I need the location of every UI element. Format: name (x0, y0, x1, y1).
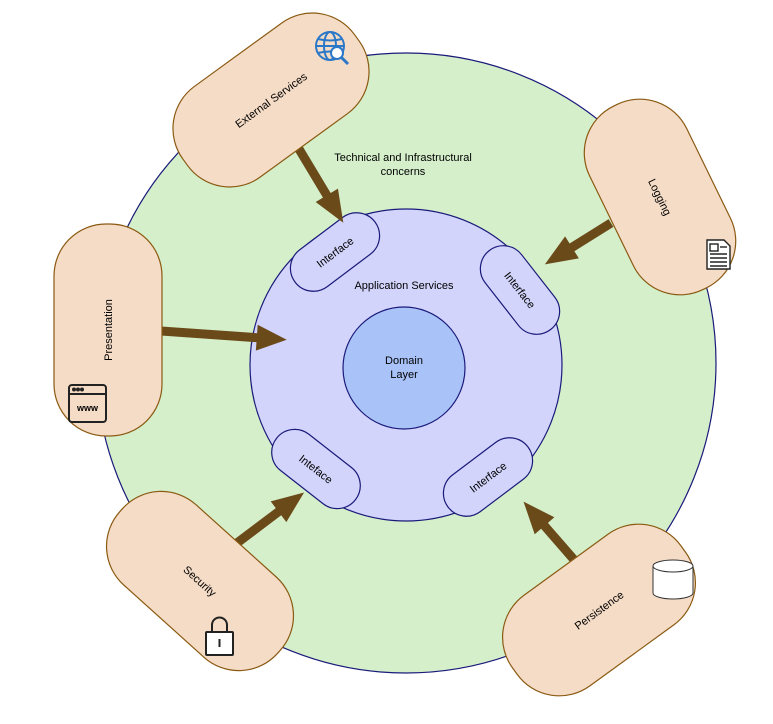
arrow-presentation (160, 324, 287, 351)
arrows (160, 146, 614, 565)
box-shape (53, 223, 163, 437)
arrow-security (234, 492, 305, 547)
globe-search-icon (315, 31, 350, 66)
arrow-persistence (523, 501, 580, 565)
interface-top-right: Interface (479, 245, 561, 335)
www-text-glyph: www (76, 403, 99, 413)
box-persistence: Persistence (501, 523, 697, 697)
domain-layer-circle (342, 306, 466, 430)
padlock-icon (205, 616, 234, 656)
box-presentation: Presentation (53, 223, 163, 437)
box-shape (583, 98, 737, 296)
interface-pill (289, 212, 381, 292)
box-label: Presentation (103, 299, 115, 361)
arrow-logging (544, 219, 614, 265)
outer-ring-label-line1: Technical and Infrastructural (334, 152, 472, 164)
box-shape (501, 523, 697, 697)
interface-bottom-right: Interface (442, 437, 534, 517)
www-browser-icon: www (68, 384, 107, 423)
box-logging: Logging (583, 98, 737, 296)
interface-top-left: Interface (289, 212, 381, 292)
outer-ring-label-line2: concerns (381, 166, 426, 178)
interface-pill (479, 245, 561, 335)
interface-pill (271, 428, 361, 510)
domain-layer: Domain Layer (342, 306, 466, 430)
document-icon (706, 239, 731, 270)
domain-layer-label-line2: Layer (390, 369, 418, 381)
interface-pill (442, 437, 534, 517)
application-services-label: Application Services (354, 280, 454, 292)
arrow-external-services (295, 146, 344, 223)
box-security: Security (105, 490, 295, 672)
domain-layer-label-line1: Domain (385, 355, 423, 367)
database-icon (652, 559, 694, 600)
interface-bottom-left: Inteface (271, 428, 361, 510)
box-shape (105, 490, 295, 672)
